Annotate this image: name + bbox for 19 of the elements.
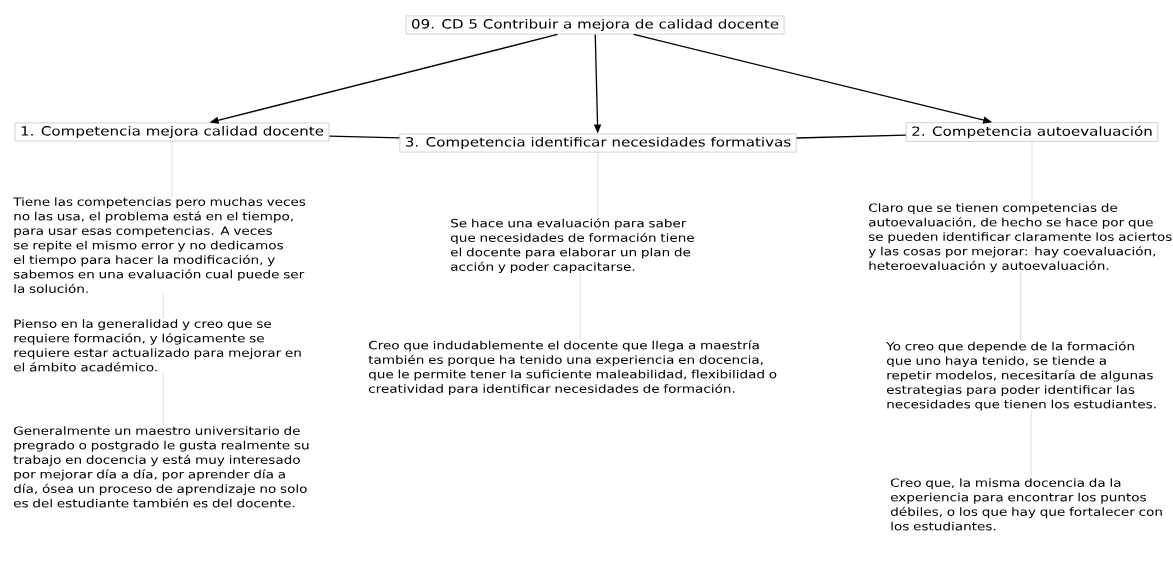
concept-box: 2. Competencia autoevaluación bbox=[905, 122, 1159, 142]
dotted-line bbox=[162, 371, 164, 427]
note-text: Yo creo que depende de la formación que uno haya tenido, se tiende a repetir modelos, necesitaría de algunas estrategias para poder identificar las necesidades que tienen los estudiantes. bbox=[886, 341, 1156, 411]
dotted-line bbox=[1030, 410, 1032, 479]
dotted-line bbox=[1020, 272, 1021, 342]
dotted-line bbox=[579, 272, 581, 341]
note-text: Se hace una evaluación para saber que necesidades de formación tiene el docente para elaborar un plan de acción y poder capacitarse. bbox=[450, 218, 694, 274]
concept-box: 3. Competencia identificar necesidades formativas bbox=[399, 133, 797, 153]
note-text: Creo que indudablemente el docente que llega a maestría también es porque ha tenido una experiencia en docencia, que le permite tener la suficiente maleabilidad, flexibilidad o creatividad para identificar necesidades de formación. bbox=[368, 340, 777, 396]
note-text: Claro que se tienen competencias de autoevaluación, de hecho se hace por que se pueden identificar claramente los aciertos y las cosas por mejorar: hay coevaluación, heteroevaluación y autoevaluación. bbox=[868, 203, 1172, 273]
title-box: 09. CD 5 Contribuir a mejora de calidad docente bbox=[405, 15, 785, 35]
note-text: Pienso en la generalidad y creo que se requiere formación, y lógicamente se requiere estar actualizado para mejorar en el ámbito académico. bbox=[13, 319, 301, 372]
dotted-line bbox=[162, 292, 164, 320]
note-text: Tiene las competencias pero muchas veces no las usa, el problema está en el tiempo, para usar esas competencias. A veces se repite el mismo error y no dedicamos el tiempo para hacer la modificación, y sabemos en una evaluación cual puede ser la solución. bbox=[13, 197, 306, 293]
connector-line bbox=[795, 134, 907, 139]
note-text: Generalmente un maestro universitario de pregrado o postgrado le gusta realmente su trabajo en docencia y está muy interesado por mejorar día a día, por aprender día a día, ósea un proceso de aprendizaje no solo es del estudiante también es del docente. bbox=[13, 426, 309, 508]
concept-box: 1. Competencia mejora calidad docente bbox=[14, 122, 330, 142]
note-text: Creo que, la misma docencia da la experiencia para encontrar los puntos débiles, o los que hay que fortalecer con los estudiantes. bbox=[890, 478, 1162, 531]
connector-line bbox=[328, 135, 401, 139]
